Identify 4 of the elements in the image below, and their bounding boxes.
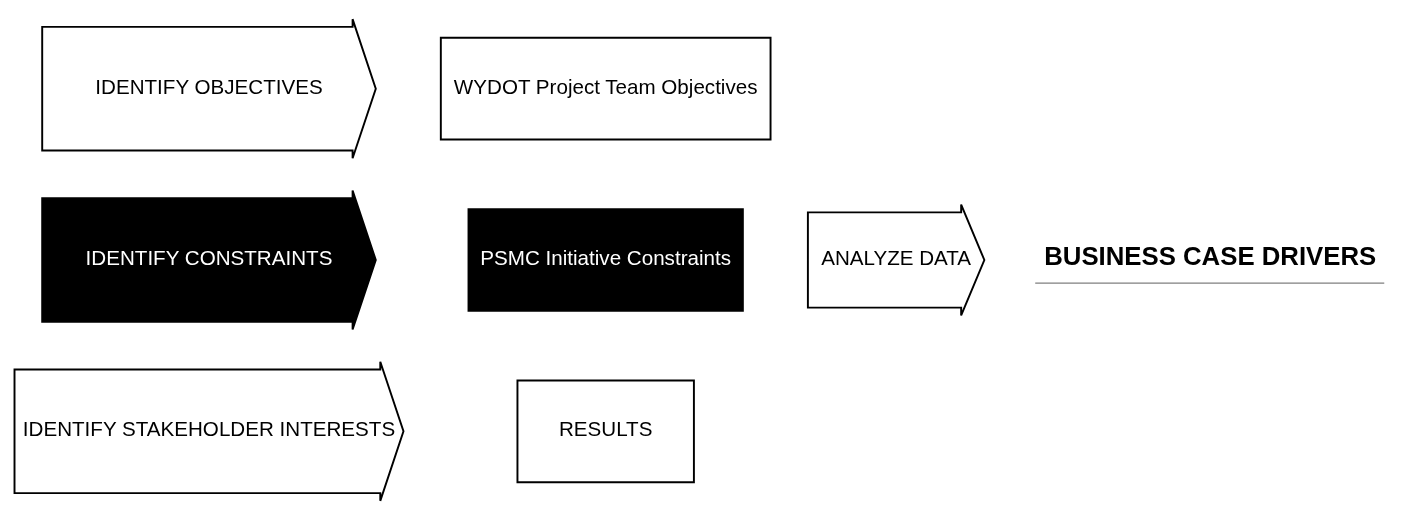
node-text: BUSINESS CASE DRIVERS xyxy=(1044,241,1377,270)
node-box: WYDOT Project Team Objectives xyxy=(439,36,772,141)
node-box: PSMC Initiative Constraints xyxy=(467,207,744,312)
node-box: RESULTS xyxy=(516,378,695,483)
